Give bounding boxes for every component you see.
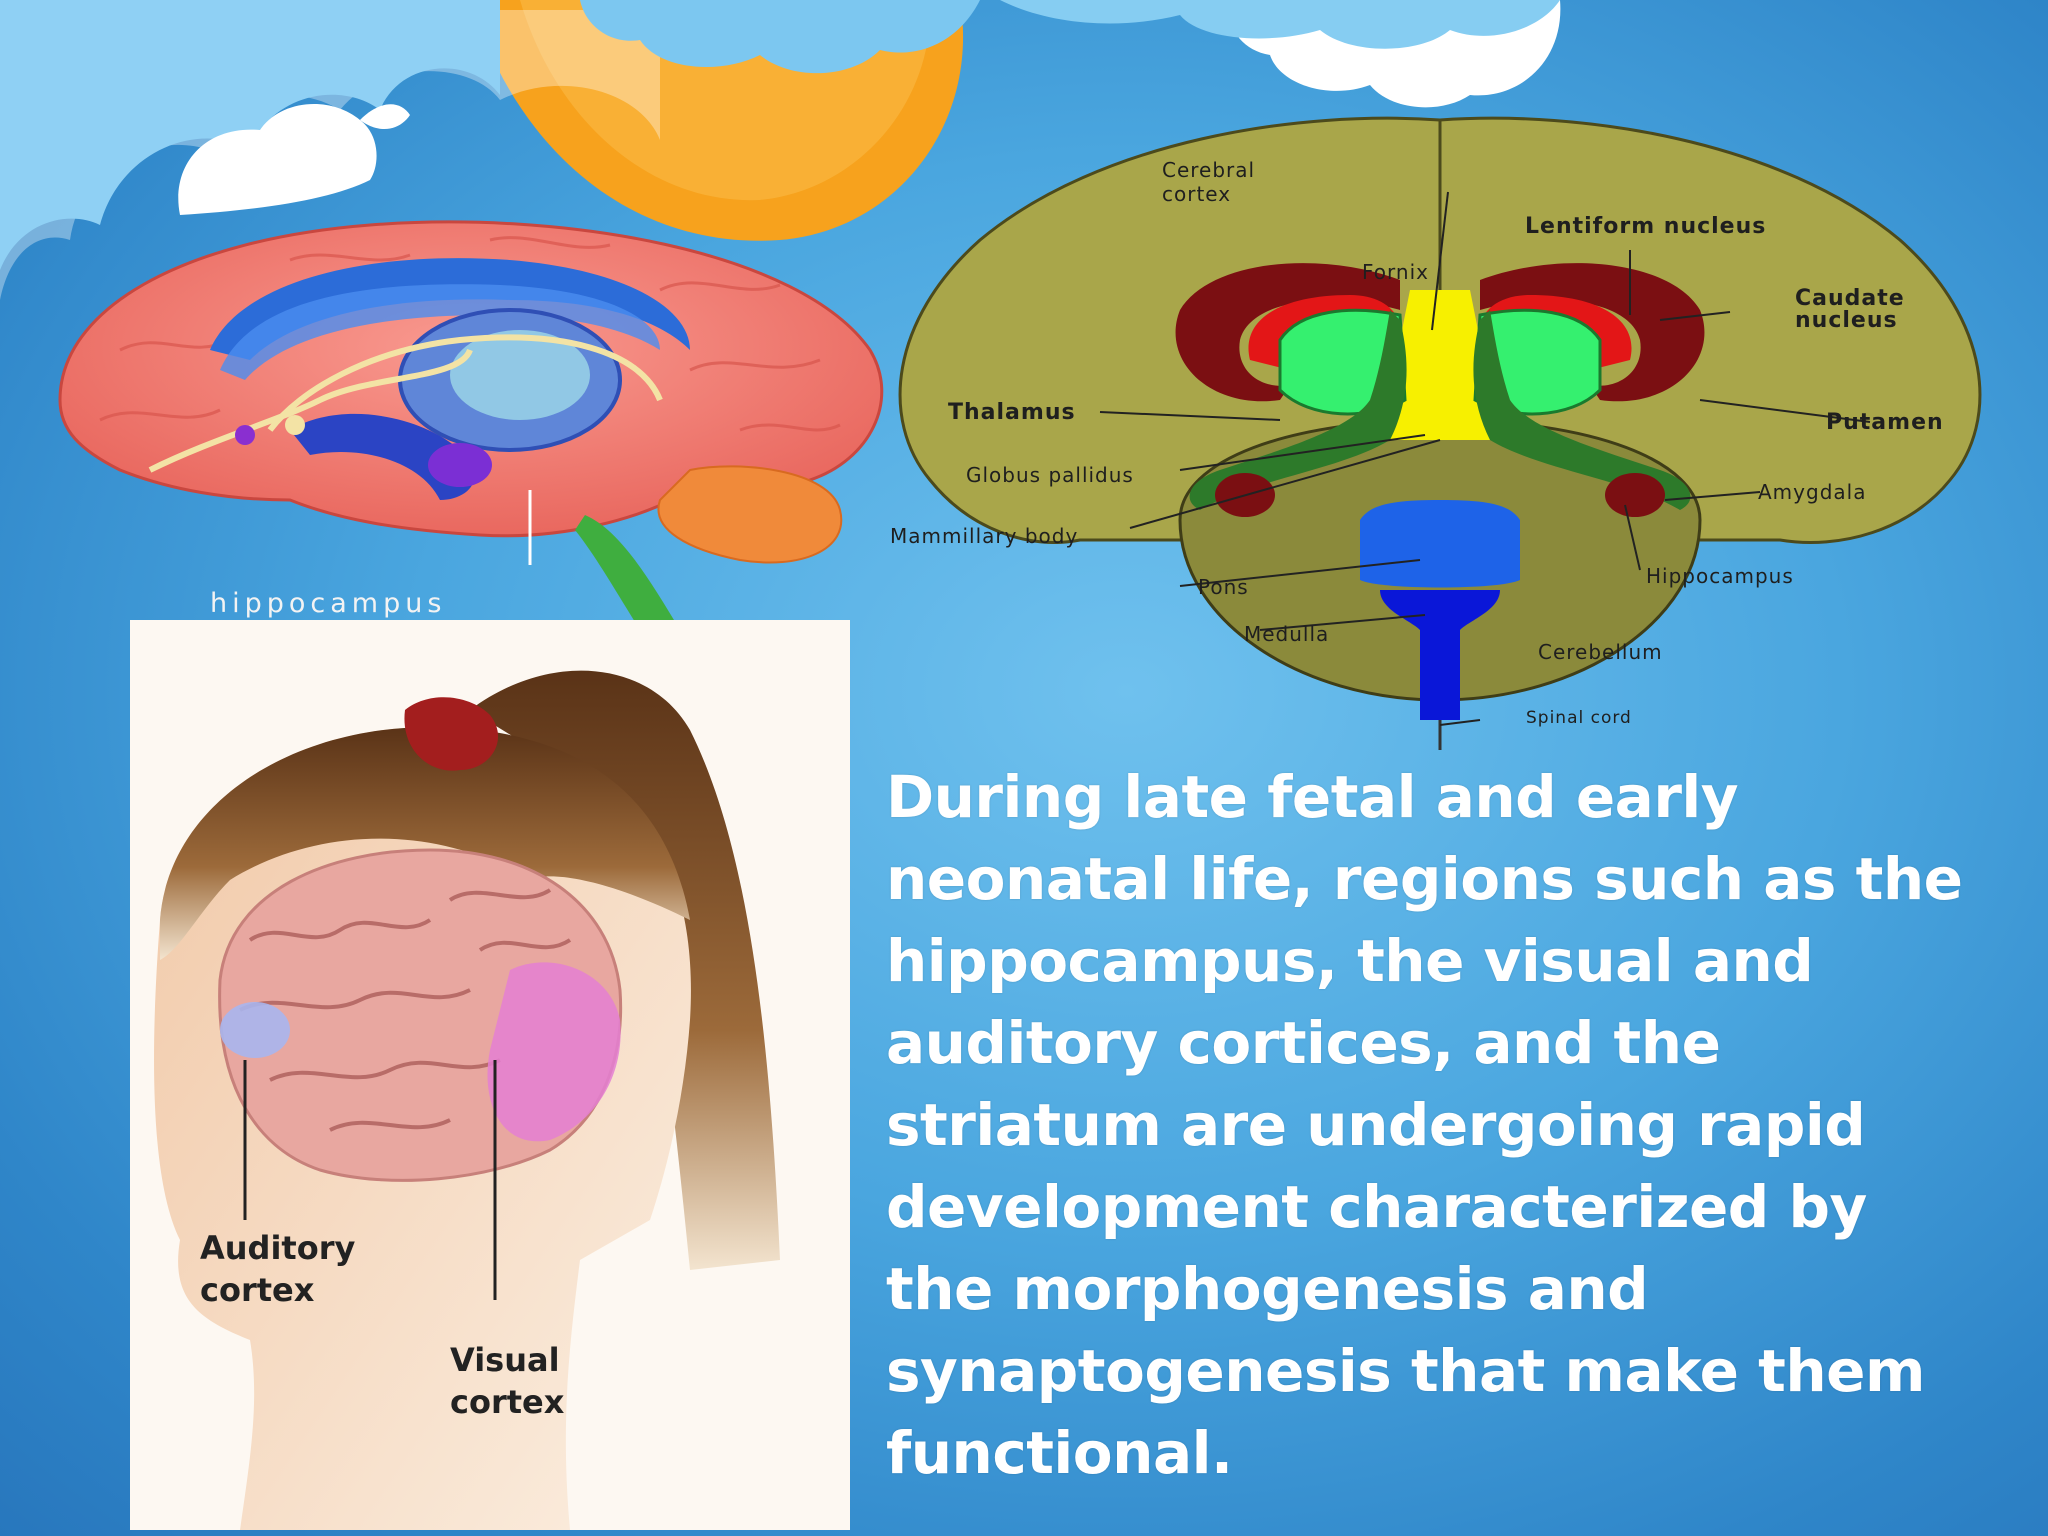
auditory-cortex-label: Auditory cortex (200, 1229, 356, 1309)
caption-line: functional. (886, 1419, 1233, 1487)
amygdala-label: Amygdala (1758, 480, 1867, 504)
spinal-cord-label: Spinal cord (1526, 708, 1632, 728)
caption-line: the morphogenesis and (886, 1255, 1649, 1323)
caption-line: synaptogenesis that make them (886, 1337, 1925, 1405)
caption-line: development characterized by (886, 1173, 1867, 1241)
hippocampus-section-label: Hippocampus (1646, 564, 1794, 588)
visual-cortex-label: Visual cortex (450, 1341, 565, 1421)
pons-label: Pons (1198, 575, 1249, 599)
brain-coronal-section-diagram (898, 116, 1982, 750)
head-brain-cortex-illustration (130, 620, 850, 1530)
hippocampus-brain-illustration (58, 220, 884, 630)
caption-text: During late fetal and early neonatal lif… (886, 756, 2026, 1494)
caption-line: striatum are undergoing rapid (886, 1091, 1866, 1159)
caption-line: neonatal life, regions such as the (886, 845, 1963, 913)
cloud-top-icon (580, 0, 1561, 108)
caudate-nucleus-label: Caudate nucleus (1795, 286, 1905, 333)
medulla-label: Medulla (1244, 622, 1330, 646)
thalamus-label: Thalamus (948, 400, 1076, 425)
cerebellum-label: Cerebellum (1538, 640, 1663, 664)
globus-pallidus-label: Globus pallidus (966, 463, 1134, 487)
lentiform-nucleus-label: Lentiform nucleus (1525, 214, 1767, 239)
brain-surface (218, 848, 623, 1182)
cloud-left-icon (0, 0, 660, 300)
hippocampus-label: hippocampus (210, 588, 447, 619)
caption-line: During late fetal and early (886, 763, 1739, 831)
putamen-label: Putamen (1826, 410, 1944, 435)
caption-line: hippocampus, the visual and (886, 927, 1814, 995)
mammillary-body-label: Mammillary body (890, 524, 1079, 548)
cerebral-cortex-label: Cerebral cortex (1162, 158, 1256, 206)
caption-line: auditory cortices, and the (886, 1009, 1721, 1077)
fornix-label: Fornix (1362, 260, 1429, 284)
